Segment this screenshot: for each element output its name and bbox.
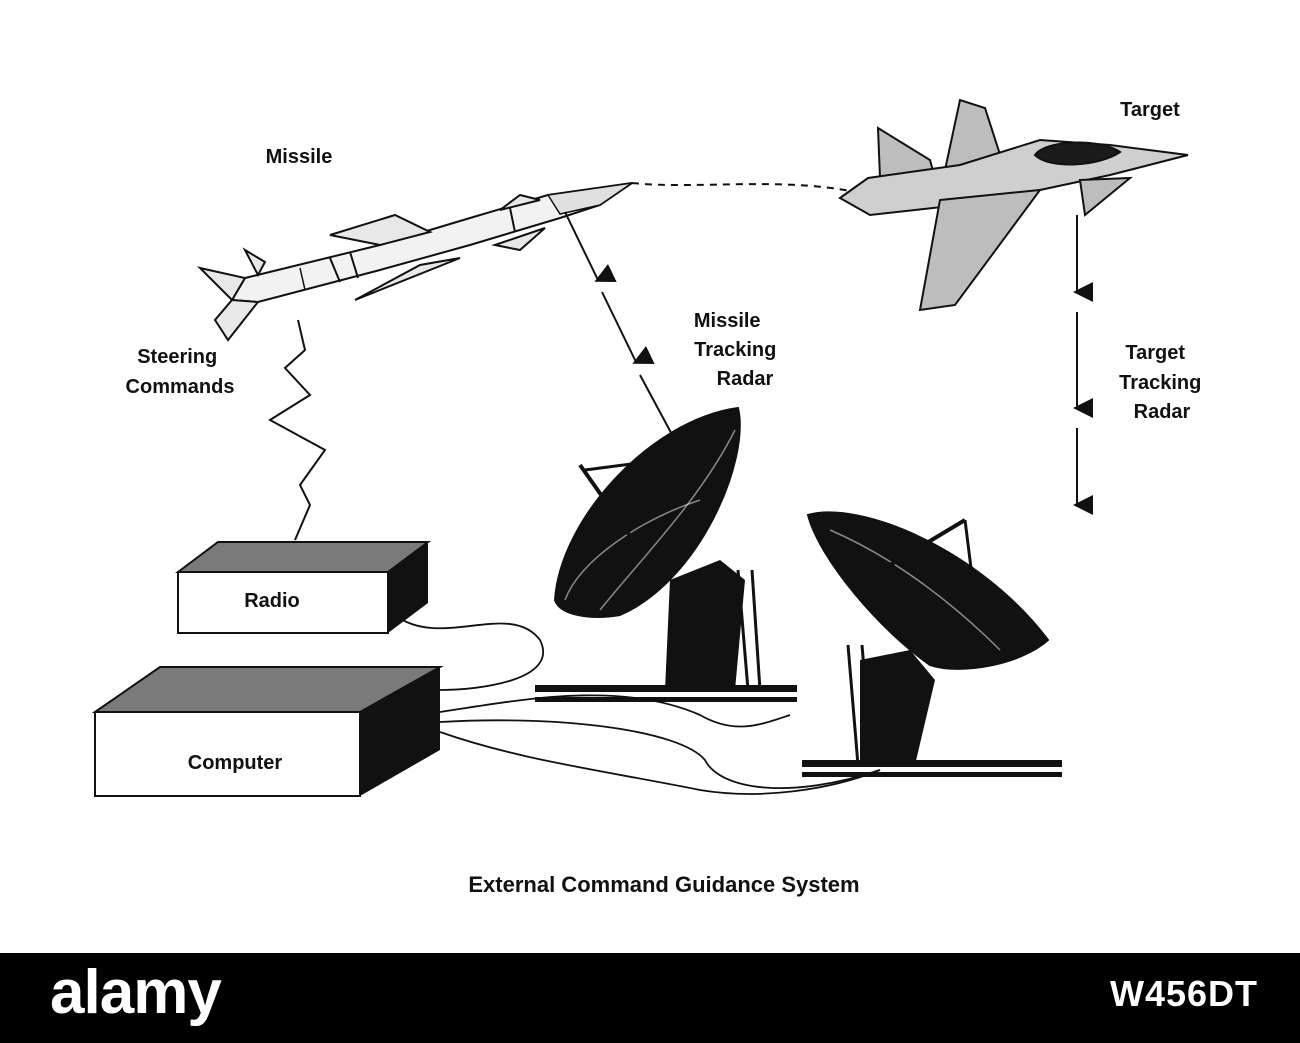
missile-icon [196,182,633,342]
missile-tracking-radar-line2: Tracking [694,339,776,361]
missile-tracking-radar-label: Missile Tracking Radar [694,310,782,390]
target-tracking-radar-line2: Tracking [1119,372,1201,394]
computer-unit [91,666,444,797]
missile-tracking-radar-icon [535,406,797,702]
guidance-diagram: Missile Target Steering Commands Missile… [91,98,1207,897]
stock-banner: alamy W456DT [0,953,1300,1043]
stock-brand-logo: alamy [50,958,222,1027]
radio-label: Radio [244,590,300,612]
target-aircraft-icon [838,98,1189,312]
target-tracking-radar-line3: Radar [1134,401,1191,423]
target-label: Target [1120,99,1180,121]
steering-commands-line1: Steering [137,346,217,368]
interconnect-cables [394,614,881,795]
steering-radio-link [268,319,327,541]
missile-tracking-radar-line1: Missile [694,310,761,332]
missile-tracking-beam [564,211,702,457]
steering-commands-line2: Commands [126,376,235,398]
missile-tracking-radar-line3: Radar [717,368,774,390]
missile-trajectory [631,182,869,196]
diagram-caption: External Command Guidance System [468,872,859,897]
target-tracking-radar-label: Target Tracking Radar [1119,342,1207,423]
stock-image-id: W456DT [1109,973,1258,1014]
target-tracking-radar-icon [802,511,1062,777]
steering-commands-label: Steering Commands [126,346,235,398]
radio-unit [175,541,431,634]
missile-label: Missile [266,146,333,168]
target-tracking-radar-line1: Target [1125,342,1185,364]
computer-label: Computer [188,752,283,774]
